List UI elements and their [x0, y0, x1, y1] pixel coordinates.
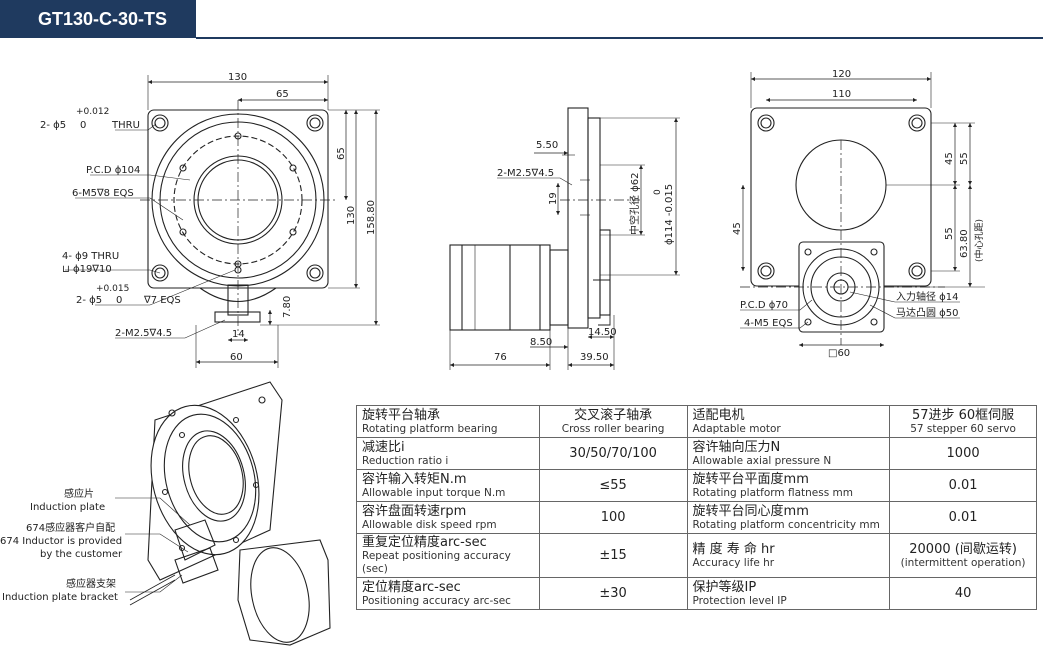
side-view-labels: 5.50 2-M2.5∇4.5 19 中空孔径 ϕ62 0 ϕ114 -0.01… [494, 140, 675, 363]
svg-text:8.50: 8.50 [530, 337, 552, 348]
svg-text:入力轴径 ϕ14: 入力轴径 ϕ14 [896, 290, 959, 303]
spec-value: 40 [889, 577, 1037, 610]
svg-text:0: 0 [80, 120, 86, 131]
svg-text:∇7 EQS: ∇7 EQS [143, 295, 181, 306]
svg-text:110: 110 [832, 89, 851, 100]
front-view [65, 75, 380, 368]
svg-text:2-M2.5∇4.5: 2-M2.5∇4.5 [497, 168, 554, 179]
svg-text:⊔ ϕ19∇10: ⊔ ϕ19∇10 [62, 264, 112, 275]
svg-text:65: 65 [336, 147, 347, 160]
svg-text:5.50: 5.50 [536, 140, 558, 151]
svg-text:感应器支架: 感应器支架 [66, 577, 116, 590]
svg-text:THRU: THRU [111, 120, 140, 131]
svg-text:130: 130 [346, 206, 357, 225]
svg-text:+0.015: +0.015 [96, 284, 129, 294]
svg-text:65: 65 [276, 89, 289, 100]
rear-view [740, 72, 985, 348]
svg-text:0: 0 [653, 189, 663, 195]
svg-text:63.80: 63.80 [959, 229, 970, 258]
svg-text:ϕ114 -0.015: ϕ114 -0.015 [664, 184, 675, 245]
svg-text:0: 0 [116, 295, 122, 306]
svg-text:7.80: 7.80 [282, 296, 293, 318]
svg-text:674 Inductor is provided: 674 Inductor is provided [0, 536, 122, 547]
svg-text:55: 55 [944, 227, 955, 240]
svg-text:158.80: 158.80 [366, 200, 377, 235]
svg-text:感应片: 感应片 [64, 487, 94, 500]
svg-text:60: 60 [230, 352, 243, 363]
svg-text:6-M5∇8 EQS: 6-M5∇8 EQS [72, 188, 134, 199]
spec-value: ≤55 [538, 469, 688, 502]
svg-text:4- ϕ9 THRU: 4- ϕ9 THRU [62, 251, 119, 262]
svg-text:2- ϕ5: 2- ϕ5 [76, 295, 102, 306]
svg-text:4-M5 EQS: 4-M5 EQS [744, 318, 793, 329]
svg-text:2-M2.5∇4.5: 2-M2.5∇4.5 [115, 328, 172, 339]
svg-text:2- ϕ5: 2- ϕ5 [40, 120, 66, 131]
svg-text:76: 76 [494, 352, 507, 363]
isometric-view [115, 381, 331, 646]
spec-value: ±30 [538, 577, 688, 610]
svg-text:130: 130 [228, 72, 247, 83]
rear-view-labels: 120 110 45 55 45 55 63.80 (中心孔距) 入力轴径 ϕ1… [732, 69, 985, 359]
svg-text:Induction plate bracket: Induction plate bracket [2, 592, 118, 603]
svg-text:Induction plate: Induction plate [30, 502, 105, 513]
spec-value: 20000 (间歇运转)(intermittent operation) [889, 533, 1037, 578]
svg-text:674感应器客户自配: 674感应器客户自配 [26, 521, 115, 534]
spec-value: 0.01 [889, 469, 1037, 502]
spec-value: ±15 [538, 533, 688, 578]
svg-text:55: 55 [959, 152, 970, 165]
spec-value: 1000 [889, 437, 1037, 470]
spec-value: 100 [538, 501, 688, 534]
spec-value: 0.01 [889, 501, 1037, 534]
svg-text:19: 19 [548, 192, 559, 205]
svg-text:14.50: 14.50 [588, 327, 617, 338]
svg-text:P.C.D ϕ70: P.C.D ϕ70 [740, 300, 788, 311]
svg-text:P.C.D ϕ104: P.C.D ϕ104 [86, 165, 140, 176]
svg-text:120: 120 [832, 69, 851, 80]
svg-text:+0.012: +0.012 [76, 107, 109, 117]
svg-text:□60: □60 [828, 348, 850, 359]
svg-text:中空孔径 ϕ62: 中空孔径 ϕ62 [628, 173, 641, 236]
svg-text:14: 14 [232, 329, 245, 340]
svg-text:45: 45 [732, 222, 743, 235]
svg-text:(中心孔距): (中心孔距) [973, 219, 985, 262]
model-title: GT130-C-30-TS [0, 0, 196, 38]
svg-text:39.50: 39.50 [580, 352, 609, 363]
front-view-labels: 130 65 +0.012 2- ϕ5 0 THRU P.C.D ϕ104 6-… [40, 72, 377, 363]
title-rule [196, 37, 1043, 39]
svg-text:45: 45 [944, 152, 955, 165]
svg-text:by the customer: by the customer [40, 549, 123, 560]
isometric-labels: 感应片 Induction plate 674感应器客户自配 674 Induc… [0, 487, 123, 603]
spec-value: 30/50/70/100 [538, 437, 688, 470]
side-view [449, 107, 680, 370]
svg-text:马达凸圆 ϕ50: 马达凸圆 ϕ50 [896, 307, 959, 319]
